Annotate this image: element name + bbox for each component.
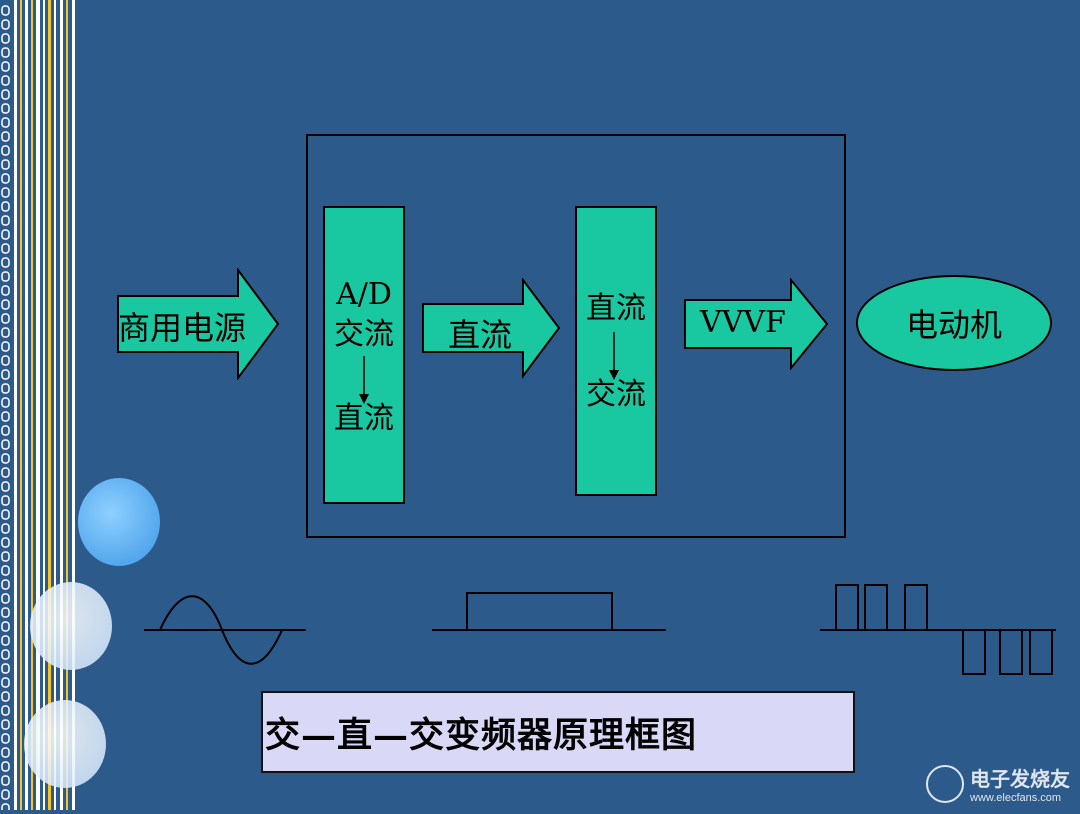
rectifier-line1: A/D: [336, 277, 392, 312]
dc-label: 直流: [448, 316, 513, 354]
ac-sine-wave: [144, 595, 306, 665]
decorative-circle-light-2: [24, 700, 106, 788]
inverter-line1: 直流: [586, 291, 646, 326]
rectifier-line2: 交流: [334, 317, 394, 352]
converter-frame: [306, 134, 846, 538]
rectifier-line3: 直流: [334, 401, 394, 436]
motor-ellipse: 电动机: [856, 275, 1052, 371]
motor-label: 电动机: [905, 306, 1002, 344]
dc-arrow: [422, 278, 561, 379]
decorative-stripes: [0, 0, 78, 810]
pwm-wave: [820, 584, 1056, 675]
rectifier-block: A/D 交流 直流: [323, 206, 405, 504]
diagram-caption: 交—直—交变频器原理框图: [261, 691, 855, 773]
source-label: 商用电源: [118, 309, 247, 347]
decorative-circle-blue: [78, 478, 160, 566]
inverter-line2: 交流: [586, 377, 646, 412]
caption-text: 交—直—交变频器原理框图: [265, 714, 698, 756]
down-arrow-icon: [609, 332, 619, 380]
inverter-block: 直流 交流: [575, 206, 657, 496]
decorative-circle-light-1: [30, 582, 112, 670]
output-arrow: [684, 278, 829, 370]
elecfans-logo-icon: [926, 764, 964, 803]
source-arrow: [117, 268, 280, 380]
down-arrow-icon: [359, 356, 369, 404]
decorative-chain: [0, 0, 12, 814]
watermark-site: www.elecfans.com: [970, 792, 1062, 804]
watermark-brand: 电子发烧友: [970, 769, 1070, 791]
dc-wave: [432, 592, 666, 631]
output-label: VVVF: [700, 305, 786, 340]
watermark-logo: 电子发烧友 www.elecfans.com: [926, 763, 1070, 804]
